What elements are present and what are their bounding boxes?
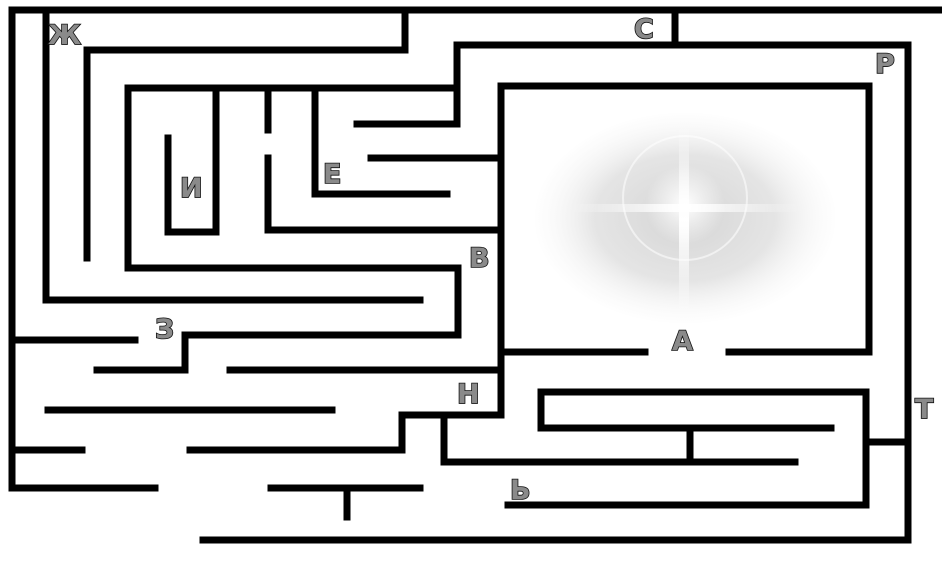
label-s: С <box>634 14 654 45</box>
glowing-star-icon <box>535 113 835 323</box>
label-n: Н <box>457 379 480 410</box>
central-chamber-walls <box>497 82 873 419</box>
label-a: А <box>672 326 693 357</box>
label-t: Т <box>915 394 934 425</box>
label-v: В <box>469 243 490 274</box>
left-spiral-walls <box>42 6 505 374</box>
label-zh: Ж <box>48 20 81 51</box>
lower-walls <box>44 366 912 521</box>
outer-walls <box>8 6 942 544</box>
label-r: Р <box>875 49 895 80</box>
label-e: Е <box>323 159 341 190</box>
label-i: И <box>180 173 203 204</box>
label-z: З <box>155 314 174 345</box>
top-walls <box>83 6 912 262</box>
label-soft-sign: Ь <box>510 475 531 506</box>
